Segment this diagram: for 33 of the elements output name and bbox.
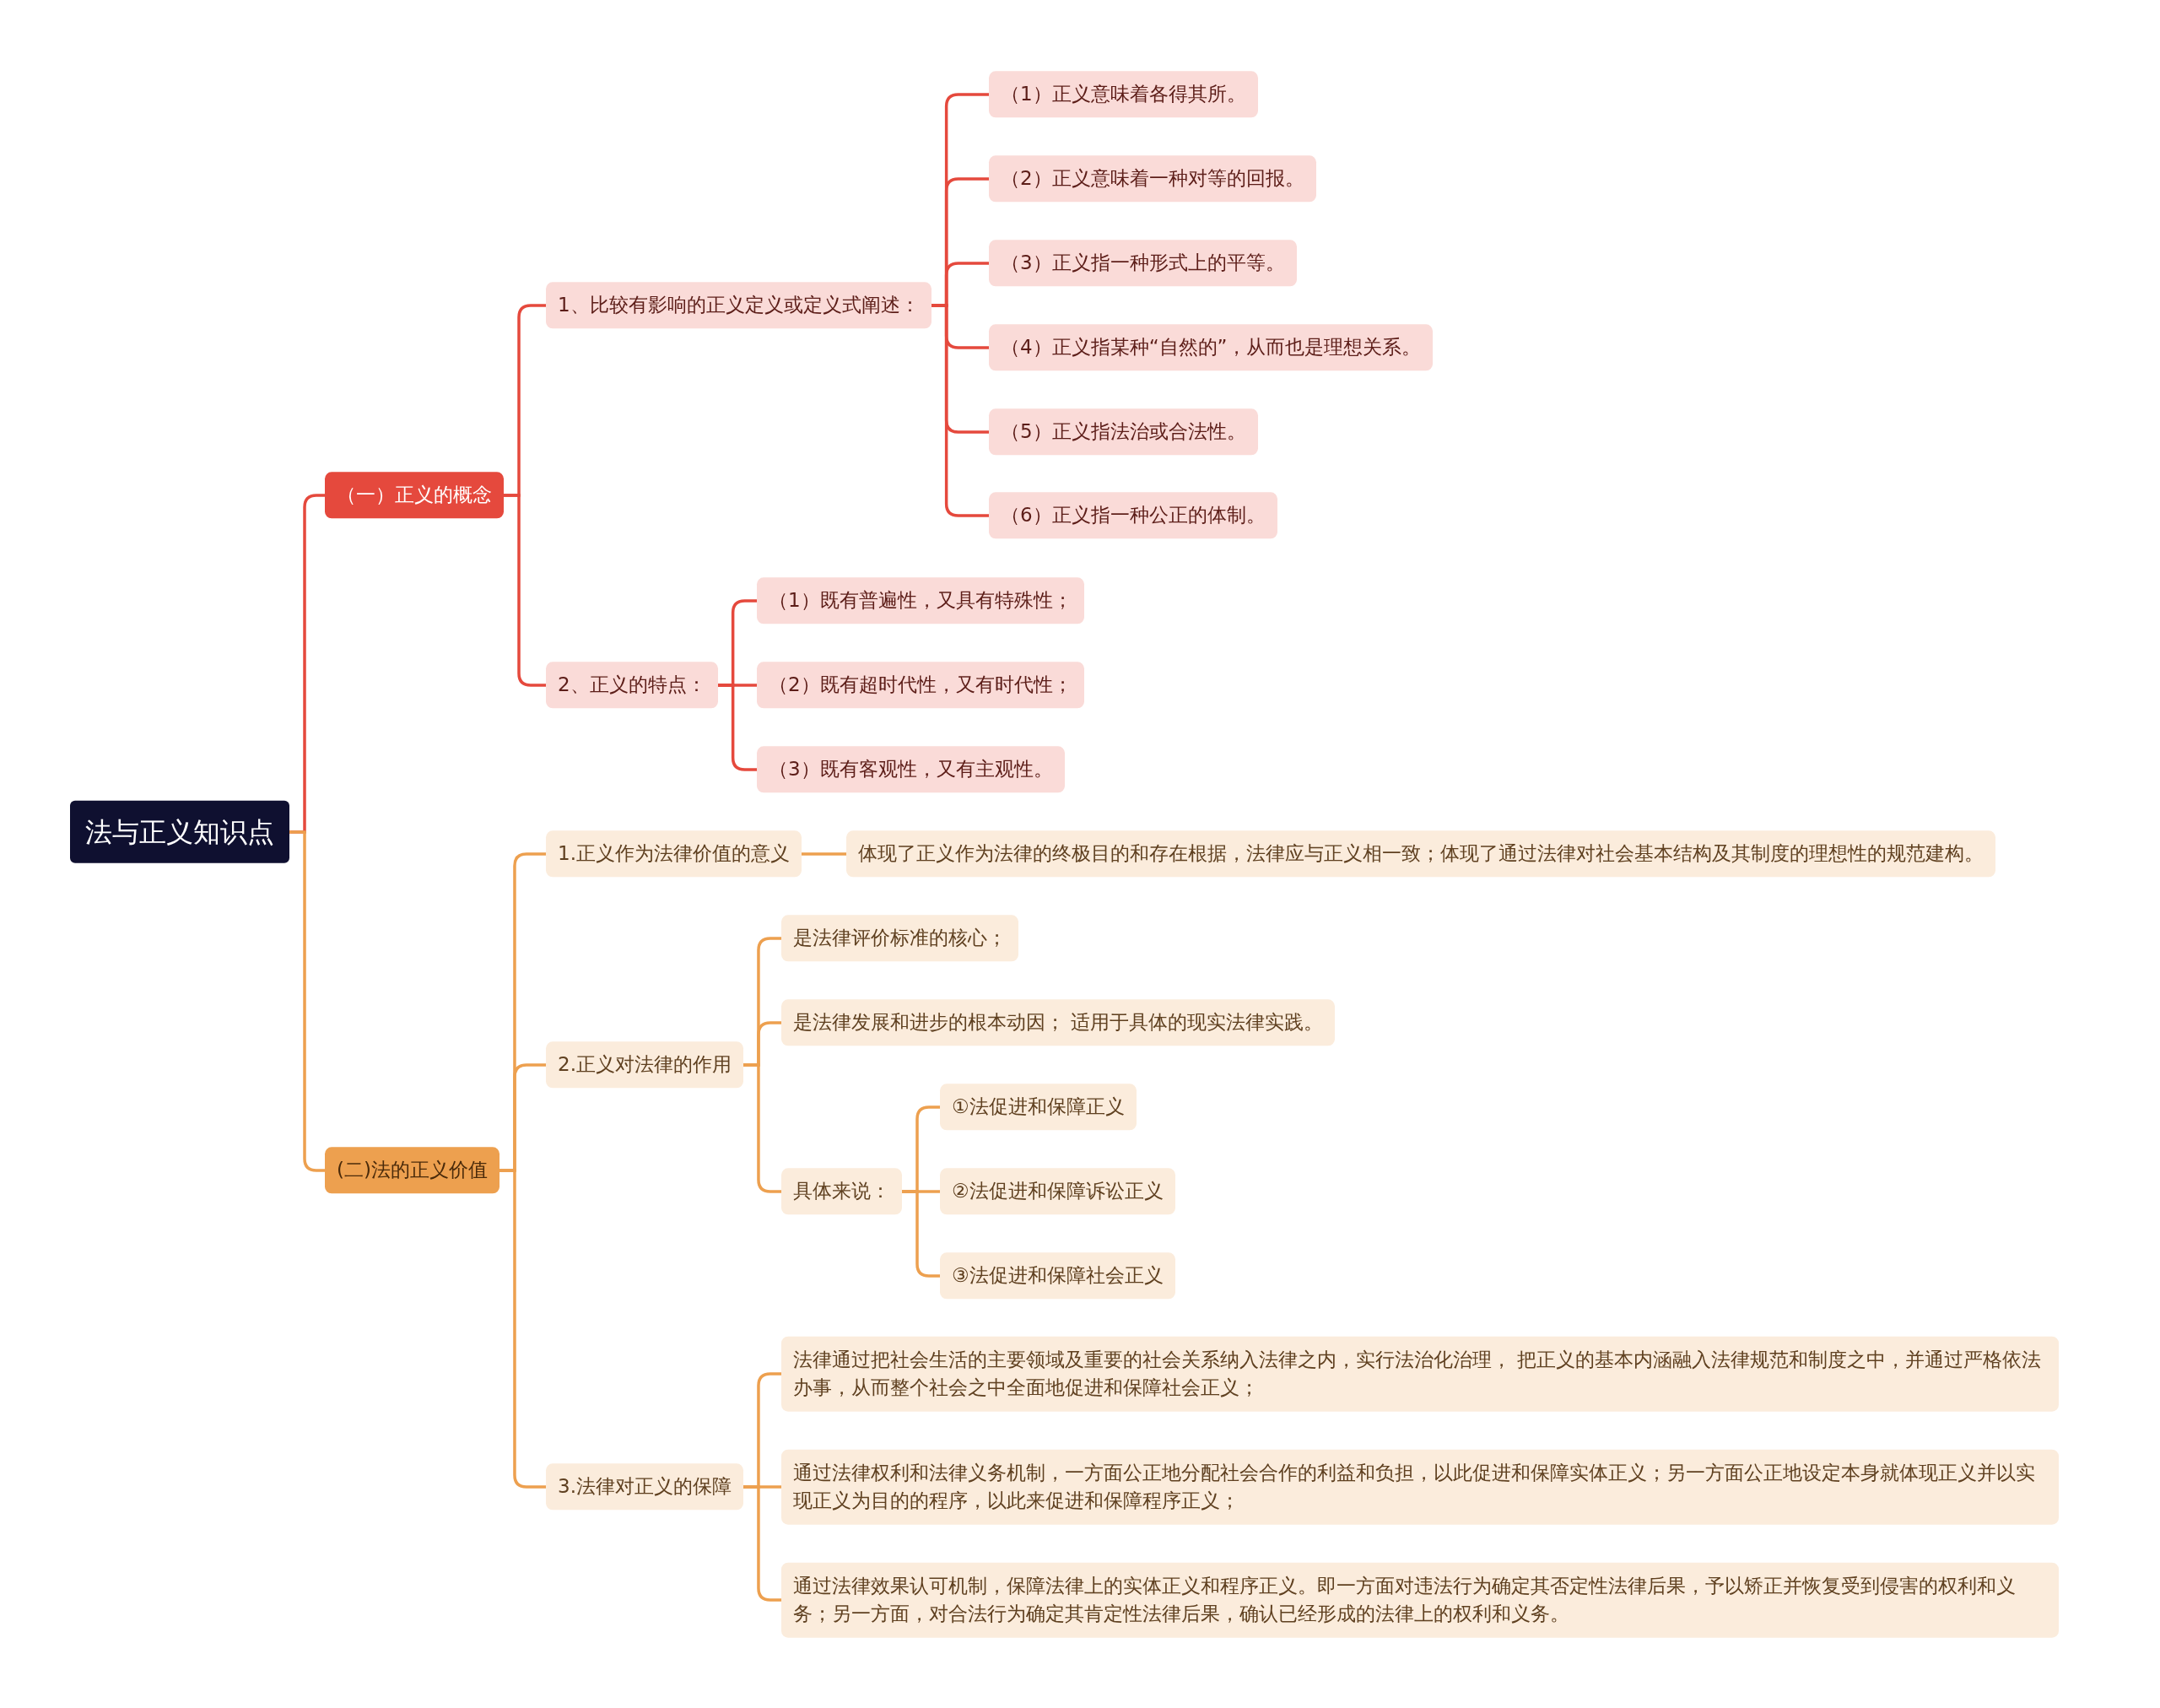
connector-line <box>289 830 325 1172</box>
subtopic: （2）既有超时代性，又有时代性； <box>757 662 1084 709</box>
subtopic: 2、正义的特点： <box>546 662 718 709</box>
subtopic: （2）正义意味着一种对等的回报。 <box>989 155 1316 203</box>
subtopic: 3.法律对正义的保障 <box>546 1463 743 1511</box>
subtopic: 1.正义作为法律价值的意义 <box>546 830 802 878</box>
connector-line <box>931 304 989 517</box>
root-topic: 法与正义知识点 <box>70 800 289 864</box>
subtopic: ②法促进和保障诉讼正义 <box>940 1168 1175 1215</box>
subtopic: ③法促进和保障社会正义 <box>940 1252 1175 1300</box>
subtopic: 具体来说： <box>781 1168 902 1215</box>
subtopic: 通过法律权利和法律义务机制，一方面公正地分配社会合作的利益和负担，以此促进和保障实体正义；另一方面公正地设定本身就体现正义并以实现正义为目的的程序，以此来促进和保障程序正义； <box>781 1449 2059 1525</box>
subtopic: 2.正义对法律的作用 <box>546 1041 743 1089</box>
subtopic: 体现了正义作为法律的终极目的和存在根据，法律应与正义相一致；体现了通过法律对社会基本结构及其制度的理想性的规范建构。 <box>846 830 1995 878</box>
connector-line <box>742 1063 781 1193</box>
subtopic: 通过法律效果认可机制，保障法律上的实体正义和程序正义。即一方面对违法行为确定其否定性法律后果，予以矫正并恢复受到侵害的权利和义务；另一方面，对合法行为确定其肯定性法律后果，确认已经形成的法律上的权利和义务。 <box>781 1562 2059 1638</box>
branch-topic: (二)法的正义价值 <box>325 1147 500 1194</box>
subtopic: （5）正义指法治或合法性。 <box>989 408 1258 456</box>
subtopic: （1）正义意味着各得其所。 <box>989 71 1258 118</box>
subtopic: 法律通过把社会生活的主要领域及重要的社会关系纳入法律之内，实行法治化治理， 把正义的基本内涵融入法律规范和制度之中，并通过严格依法办事，从而整个社会之中全面地促进和保障社会正义； <box>781 1336 2059 1412</box>
connector-line <box>742 1485 781 1602</box>
subtopic: （1）既有普遍性，又具有特殊性； <box>757 577 1084 624</box>
subtopic: 1、比较有影响的正义定义或定义式阐述： <box>546 282 932 329</box>
connector-line <box>801 852 846 856</box>
subtopic: （6）正义指一种公正的体制。 <box>989 492 1277 539</box>
subtopic: 是法律评价标准的核心； <box>781 915 1018 962</box>
subtopic: （3）正义指一种形式上的平等。 <box>989 240 1297 287</box>
connector-line <box>902 1190 940 1278</box>
subtopic: （4）正义指某种“自然的”，从而也是理想关系。 <box>989 324 1434 371</box>
subtopic: 是法律发展和进步的根本动因； 适用于具体的现实法律实践。 <box>781 999 1336 1046</box>
subtopic: ①法促进和保障正义 <box>940 1084 1137 1131</box>
branch-topic: （一）正义的概念 <box>325 472 504 519</box>
subtopic: （3）既有客观性，又有主观性。 <box>757 746 1065 793</box>
